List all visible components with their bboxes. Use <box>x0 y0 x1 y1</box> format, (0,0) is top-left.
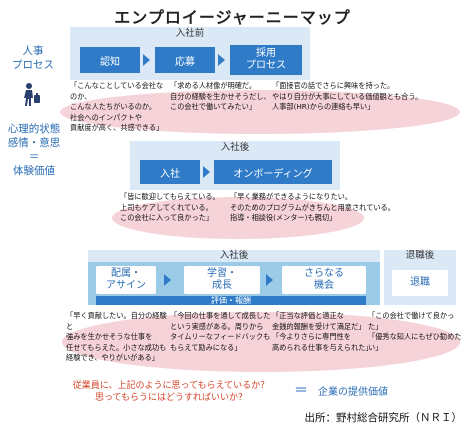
arrow-right-icon <box>143 54 150 66</box>
source-credit: 出所：野村総合研究所（ＮＲＩ） <box>304 412 463 424</box>
section3-emotion-ellipse <box>62 312 460 372</box>
step-recruitment-process: 採用 プロセス <box>230 45 302 75</box>
evaluation-label: 評価・報酬 <box>211 296 251 305</box>
quote-recruitment: 「面接官の話でさらに興味を持った。 やはり自分が大事にしている価値観とも合う。 … <box>272 81 423 111</box>
footer-question-line1: 従業員に、上記のように思ってもらえているか？ <box>72 381 270 391</box>
step-onboarding-label: オンボーディング <box>233 168 313 180</box>
quote-retirement: 「この会社で働けて良かった」 「優秀な知人にもぜひ勧めたい」 <box>368 311 462 352</box>
section2-header-band: 入社後 <box>130 141 340 154</box>
quote-opportunity: 「正当な評価と適正な 金銭的報酬を受けて満足だ」 「今よりさらに専門性を 高めら… <box>272 311 373 352</box>
arrow-right-icon <box>266 274 273 286</box>
step-retirement-label: 退職 <box>410 277 430 288</box>
arrow-right-icon <box>203 166 210 178</box>
arrow-right-icon <box>164 274 171 286</box>
quote-onboarding: 「早く業務ができるようになりたい。 そのためのプログラムがきちんと用意されている… <box>230 192 395 222</box>
step-further-opportunity: さらなる 機会 <box>282 266 366 294</box>
evaluation-compensation-bar: 評価・報酬 <box>96 296 366 305</box>
step-assignment-label: 配属・ アサイン <box>106 268 146 291</box>
quote-joining: 「皆に歓迎してもらえている。 上司もケアしてくれている。 この会社に入って良かっ… <box>120 192 220 222</box>
psych-label-line1: 心理的状態 <box>7 123 61 135</box>
step-application: 応募 <box>155 47 215 73</box>
quote-application: 「求める人材像が明確だ。 自分の経験を生かせそうだし、 この会社で働いてみたい」 <box>170 81 271 111</box>
section1-emotion-ellipse <box>60 90 460 134</box>
step-joining-label: 入社 <box>160 168 180 180</box>
step-awareness: 認知 <box>80 47 140 73</box>
section1-header-band: 入社前 <box>70 27 310 40</box>
step-assignment: 配属・ アサイン <box>96 266 156 294</box>
section2-emotion-ellipse <box>112 197 364 239</box>
section2-header: 入社後 <box>220 142 250 153</box>
footer-question-line2: 思ってもらうにはどうすればいいか？ <box>94 393 248 403</box>
page-title: エンプロイージャーニーマップ <box>114 8 351 27</box>
arrow-right-icon <box>218 54 225 66</box>
section3-header-band: 入社後 <box>88 250 380 262</box>
step-joining: 入社 <box>140 160 200 184</box>
psych-label: 心理的状態 感情・意思 ＝ 体験価値 <box>0 122 68 178</box>
step-application-label: 応募 <box>175 56 195 68</box>
step-retirement: 退職 <box>392 270 448 296</box>
footer-question: 従業員に、上記のように思ってもらえているか？ 思ってもらうにはどうすればいいか？ <box>56 380 286 404</box>
psych-label-line4: 体験価値 <box>13 165 55 177</box>
quote-growth: 「今回の仕事を通して成長した という実感がある。周りから タイムリーなフィードバ… <box>170 311 271 352</box>
psych-label-line2: 感情・意思 <box>7 137 61 149</box>
section3-header-right: 退職後 <box>405 250 435 261</box>
quote-assignment: 「早く貢献したい。自分の経験と 強みを生かせそうな仕事を 任せてもらえた。小さな… <box>66 311 167 362</box>
step-learning-label: 学習・ 成長 <box>207 268 237 291</box>
walking-person-with-suitcase-icon <box>16 82 42 108</box>
section3-header-right-band: 退職後 <box>384 250 456 262</box>
section3-header: 入社後 <box>219 250 249 261</box>
psych-label-line3: ＝ <box>28 151 40 163</box>
quote-awareness: 「こんなことしている会社なのか、 こんな人たちがいるのか。 社会へのインパクトや… <box>70 81 164 132</box>
footer-equals: ＝ <box>294 383 308 399</box>
step-awareness-label: 認知 <box>100 56 120 68</box>
step-recruitment-label: 採用 プロセス <box>246 48 286 71</box>
step-learning-growth: 学習・ 成長 <box>184 266 260 294</box>
section1-header: 入社前 <box>175 28 205 39</box>
hr-process-label: 人事 プロセス <box>12 45 54 71</box>
footer-value: 企業の提供価値 <box>318 387 388 398</box>
step-opportunity-label: さらなる 機会 <box>304 268 344 291</box>
step-onboarding: オンボーディング <box>214 160 332 184</box>
